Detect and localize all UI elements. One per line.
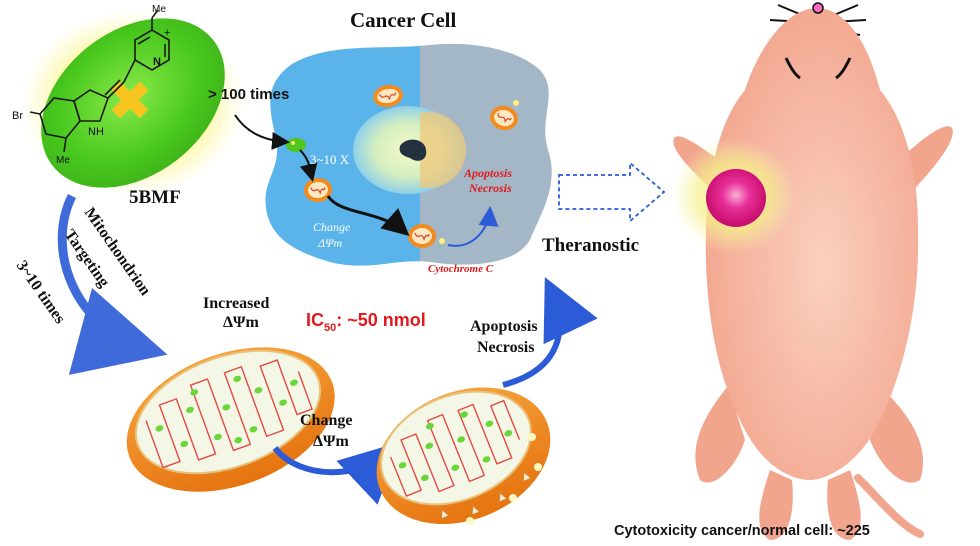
page-title: Cancer Cell (350, 8, 456, 32)
targeting-times: 3~10 times (13, 258, 69, 327)
mito-fragment-group (466, 433, 542, 525)
molecule-structure-icon (29, 9, 170, 153)
cell-mito-group (304, 84, 519, 248)
mouse-illustration (672, 2, 953, 540)
mouse-eye-icon (784, 57, 801, 80)
mito-fragment-icon (528, 433, 536, 441)
nucleolus (399, 139, 427, 161)
methyl-n-label: Me (152, 4, 166, 15)
mito-fragment-icon (466, 517, 474, 525)
cell-necrosis-label: Necrosis (468, 181, 512, 195)
apoptosis-return-arrow (502, 277, 598, 388)
theranostic-label: Theranostic (542, 235, 639, 256)
mouse-eye-icon (835, 57, 852, 80)
release-arrow (447, 206, 499, 247)
sparkle-icon (111, 81, 149, 119)
mouse-nose-icon (812, 2, 824, 14)
bromo-label: Br (12, 110, 23, 122)
cytochrome-dot-icon (513, 100, 519, 106)
ic50-label: IC50: ~50 nmol (306, 310, 426, 334)
mouse-body (705, 8, 919, 480)
charge-label: + (164, 27, 170, 39)
cell-dying-half (420, 43, 552, 265)
cytochrome-dot-icon (439, 238, 445, 244)
compound-particle-icon (291, 141, 295, 145)
mito-necrosis-label: Necrosis (477, 339, 534, 356)
change-line1: Change (300, 412, 352, 429)
mito-fragment-icon (509, 494, 517, 502)
compound-particle-icon (286, 138, 306, 152)
change-arrow (326, 195, 410, 236)
theranostic-arrow (558, 161, 666, 223)
mitochondrion-small-icon (373, 84, 403, 108)
mito-fragment-icon (534, 463, 542, 471)
uptake-label: > 100 times (208, 86, 289, 103)
mito-apoptosis-label: Apoptosis (470, 318, 538, 335)
mitochondrion-damaged (376, 387, 551, 525)
targeting-arrow (57, 193, 168, 375)
compound-name: 5BMF (129, 187, 181, 208)
change-line2: ΔΨm (313, 433, 350, 450)
mitochondrion-small-icon (490, 105, 518, 131)
increased-line1: Increased (203, 295, 269, 312)
accumulation-arrow (299, 149, 318, 182)
cell-apoptosis-label: Apoptosis (463, 166, 512, 180)
cytochrome-label: Cytochrome C (428, 263, 494, 275)
nh-label: NH (88, 126, 104, 138)
accumulation-label: 3~10 X (310, 152, 350, 167)
nucleus-shaded (420, 112, 466, 188)
mitochondrion-small-icon (408, 224, 436, 248)
pyridinium-n-label: N (153, 56, 161, 68)
cell-change-label-2: ΔΨm (317, 236, 342, 250)
increased-line2: ΔΨm (223, 314, 260, 331)
mitochondrion-small-icon (304, 177, 332, 203)
methyl-ring-label: Me (56, 155, 70, 166)
compound-5bmf: Me N + Br NH Me (12, 4, 245, 196)
cell-change-label-1: Change (313, 220, 351, 234)
tumor (706, 169, 766, 227)
cancer-cell (265, 43, 552, 266)
uptake-arrow (234, 114, 290, 150)
cytotoxicity-label: Cytotoxicity cancer/normal cell: ~225 (614, 523, 870, 539)
